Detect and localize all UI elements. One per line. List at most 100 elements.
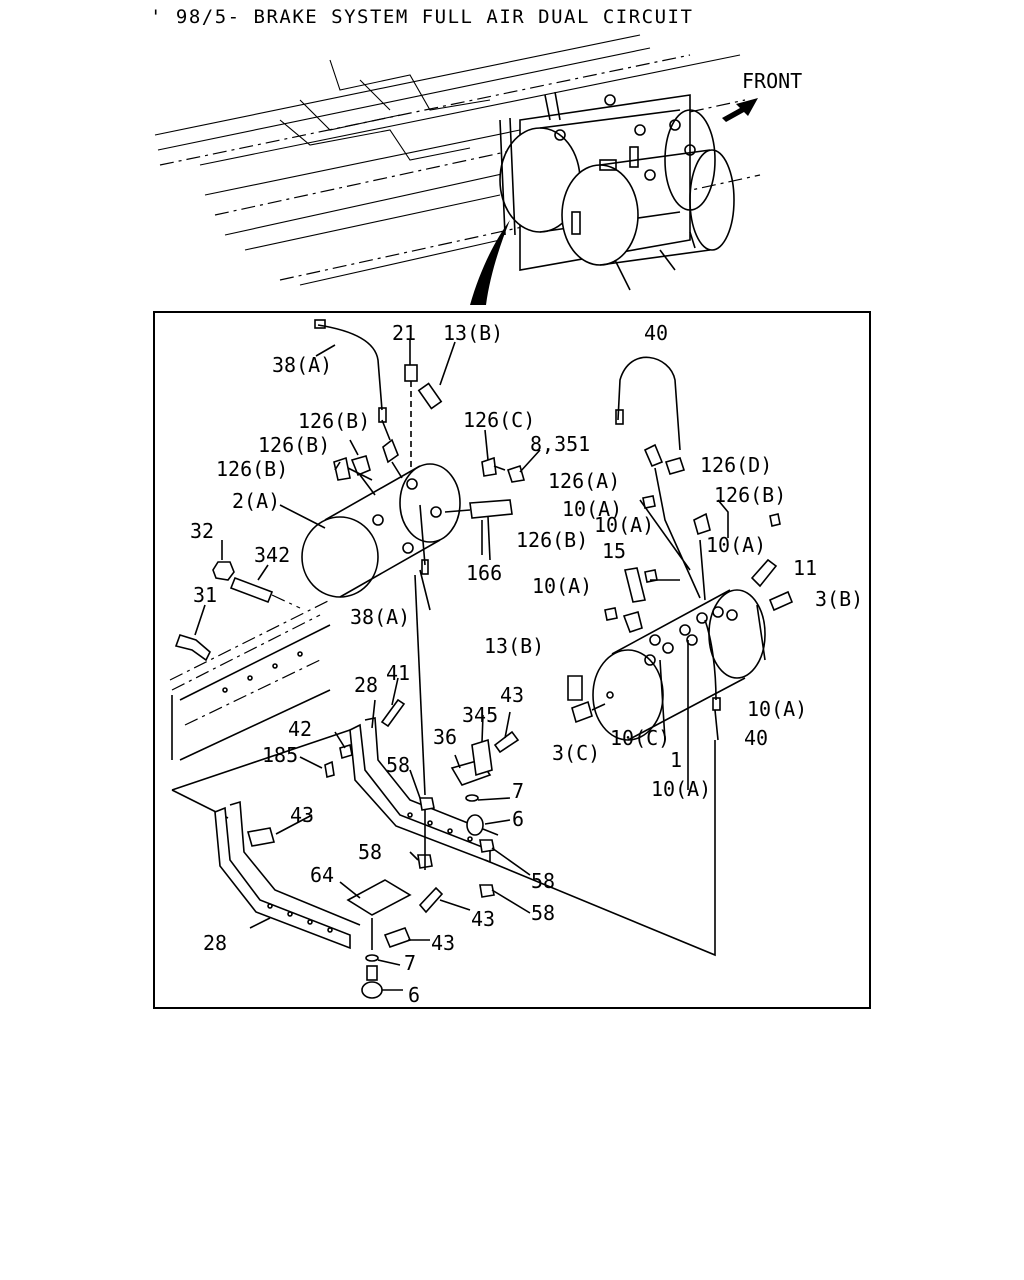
callout-38a-bottom: 38(A) (350, 605, 410, 629)
stud-342 (229, 576, 301, 609)
washer-7-top (465, 794, 479, 802)
callout-10a-5: 10(A) (747, 697, 807, 721)
callout-1: 1 (670, 748, 682, 772)
nut-58-1 (419, 797, 435, 811)
front-direction-arrow (722, 98, 758, 122)
callout-43-low: 43 (471, 907, 495, 931)
callout-10a-6: 10(A) (651, 777, 711, 801)
callout-126b-3: 126(B) (216, 457, 288, 481)
callout-58-3: 58 (531, 869, 555, 893)
plate-345 (471, 738, 493, 777)
callout-58-1: 58 (386, 753, 410, 777)
callout-166: 166 (466, 561, 502, 585)
callout-10a-4: 10(A) (532, 574, 592, 598)
nut-58-3 (479, 839, 495, 853)
fitting-3c (571, 700, 593, 724)
callout-58-4: 58 (531, 901, 555, 925)
callout-10a-3: 10(A) (706, 533, 766, 557)
overview-air-tanks (499, 91, 735, 291)
callout-13b-top: 13(B) (443, 321, 503, 345)
nut-32 (212, 561, 235, 581)
elbow-126b-5 (622, 611, 643, 634)
callout-21: 21 (392, 321, 416, 345)
front-label: FRONT (742, 69, 802, 93)
callout-345: 345 (462, 703, 498, 727)
pipe-40-top (617, 356, 681, 451)
callout-126c: 126(C) (463, 408, 535, 432)
bolt-43-bottom (383, 926, 412, 949)
callout-10a-1: 10(A) (562, 497, 622, 521)
callout-36: 36 (433, 725, 457, 749)
fitting-10a-1 (642, 495, 656, 509)
tank-1 (592, 589, 766, 741)
pin-185 (324, 760, 335, 779)
elbow-126c (481, 456, 497, 477)
elbow-126d (664, 457, 686, 475)
pipe-38a-top (317, 324, 383, 411)
page-title: ' 98/5- BRAKE SYSTEM FULL AIR DUAL CIRCU… (150, 6, 694, 28)
fitting-10a-4 (604, 607, 618, 621)
callout-10a-2: 10(A) (594, 513, 654, 537)
callout-185: 185 (262, 743, 298, 767)
nut-58-4 (479, 884, 495, 898)
frame-rail (169, 599, 331, 819)
elbow-126b-3 (333, 456, 351, 481)
valve-15 (624, 567, 646, 603)
callout-13b-mid: 13(B) (484, 634, 544, 658)
callout-43-mid: 43 (290, 803, 314, 827)
washer-42 (339, 743, 353, 760)
callout-7-bottom: 7 (404, 951, 416, 975)
callout-38a-top: 38(A) (272, 353, 332, 377)
callout-126b-1: 126(B) (298, 409, 370, 433)
callout-28-top: 28 (354, 673, 378, 697)
elbow-126a (643, 443, 664, 468)
callout-28-bottom: 28 (203, 931, 227, 955)
callout-3c: 3(C) (552, 741, 600, 765)
callout-32: 32 (190, 519, 214, 543)
elbow-126b-2 (350, 455, 371, 477)
callout-126b-2: 126(B) (258, 433, 330, 457)
callout-6-bottom: 6 (408, 983, 420, 1007)
tank-2a (301, 463, 461, 598)
callout-58-2: 58 (358, 840, 382, 864)
clamp-6-bottom (361, 981, 383, 999)
washer-7-bottom (365, 954, 379, 962)
callout-43-top: 43 (500, 683, 524, 707)
callout-126b-4: 126(B) (714, 483, 786, 507)
callout-6-top: 6 (512, 807, 524, 831)
bolt-43-top (493, 730, 520, 754)
detail-frame (153, 311, 871, 1009)
callout-11: 11 (793, 556, 817, 580)
bolt-43-low (418, 886, 444, 914)
callout-126d: 126(D) (700, 453, 772, 477)
callout-40-bottom: 40 (744, 726, 768, 750)
clamp-6-top (466, 814, 484, 836)
callout-126b-5: 126(B) (516, 528, 588, 552)
fitting-13b-mid (567, 675, 583, 701)
pin-41 (380, 698, 406, 728)
bolt-31 (174, 634, 211, 662)
callout-31: 31 (193, 583, 217, 607)
valve-11 (750, 558, 778, 588)
bracket-28-bottom (214, 800, 361, 950)
callout-43-bottom: 43 (431, 931, 455, 955)
valve-166 (444, 499, 513, 561)
fitting-13b-top (417, 382, 443, 410)
detail-pointer (470, 220, 510, 305)
callout-40-top: 40 (644, 321, 668, 345)
bolt-43-mid (246, 827, 276, 847)
plate-64 (346, 879, 412, 916)
elbow-126b-1 (382, 438, 399, 464)
callout-64: 64 (310, 863, 334, 887)
fitting-10a-3 (769, 513, 781, 527)
callout-41: 41 (386, 661, 410, 685)
callout-3b: 3(B) (815, 587, 863, 611)
callout-8-351: 8,351 (530, 432, 590, 456)
fitting-21 (404, 364, 418, 470)
callout-126a: 126(A) (548, 469, 620, 493)
callout-7-top: 7 (512, 779, 524, 803)
fitting-8-351 (506, 464, 526, 483)
callout-342: 342 (254, 543, 290, 567)
callout-2a: 2(A) (232, 489, 280, 513)
